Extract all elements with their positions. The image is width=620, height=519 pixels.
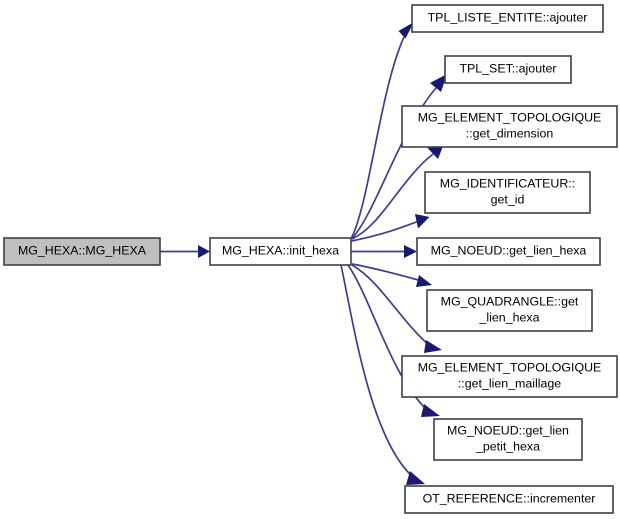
node-label: MG_IDENTIFICATEUR::get_id xyxy=(440,177,575,207)
node-label: MG_NOEUD::get_lien_petit_hexa xyxy=(447,424,569,454)
edge-line xyxy=(351,220,420,242)
edge-line xyxy=(351,263,423,282)
graph-node-mg-noeud-get-lien-petit-hexa[interactable]: MG_NOEUD::get_lien_petit_hexa xyxy=(433,418,583,461)
node-label-line: MG_ELEMENT_TOPOLOGIQUE xyxy=(418,111,602,125)
node-label: MG_HEXA::init_hexa xyxy=(222,244,339,258)
node-label: MG_ELEMENT_TOPOLOGIQUE::get_dimension xyxy=(418,111,602,141)
node-box[interactable] xyxy=(426,289,593,332)
node-box[interactable] xyxy=(404,485,614,514)
graph-edge-mg-hexa-ctor-to-init-hexa xyxy=(160,245,210,258)
nodes-layer: MG_HEXA::MG_HEXA MG_HEXA::init_hexa TPL_LI… xyxy=(3,4,618,514)
arrowhead-icon xyxy=(398,22,414,39)
graph-node-init-hexa[interactable]: MG_HEXA::init_hexa xyxy=(209,237,352,266)
edge-line xyxy=(351,87,437,240)
node-label-line: OT_REFERENCE::incrementer xyxy=(423,492,596,506)
graph-edge-init-hexa-to-mg-quadrangle-get-lien-hexa xyxy=(351,263,432,287)
node-label-line: MG_HEXA::MG_HEXA xyxy=(18,244,147,258)
node-box[interactable] xyxy=(424,171,591,214)
node-box[interactable] xyxy=(3,237,161,266)
arrowhead-icon xyxy=(430,74,447,92)
node-label-line: get_id xyxy=(491,193,525,207)
arrowhead-icon xyxy=(421,404,440,417)
node-label: MG_NOEUD::get_lien_hexa xyxy=(431,244,587,258)
node-label: MG_QUADRANGLE::get_lien_hexa xyxy=(441,295,579,325)
node-box[interactable] xyxy=(401,355,618,398)
graph-node-mg-element-topologique-get-lien-maillage[interactable]: MG_ELEMENT_TOPOLOGIQUE::get_lien_maillag… xyxy=(401,355,618,398)
graph-node-tpl-liste-entite-ajouter[interactable]: TPL_LISTE_ENTITE::ajouter xyxy=(411,4,604,33)
graph-node-ot-reference-incrementer[interactable]: OT_REFERENCE::incrementer xyxy=(404,485,614,514)
arrowhead-icon xyxy=(416,275,432,287)
node-label: TPL_LISTE_ENTITE::ajouter xyxy=(428,11,588,25)
graph-node-mg-element-topologique-get-dimension[interactable]: MG_ELEMENT_TOPOLOGIQUE::get_dimension xyxy=(401,105,618,148)
graph-edge-init-hexa-to-mg-identificateur-get-id xyxy=(351,214,430,242)
graph-node-mg-hexa-ctor[interactable]: MG_HEXA::MG_HEXA xyxy=(3,237,161,266)
graph-edge-init-hexa-to-tpl-set-ajouter xyxy=(351,74,447,240)
node-label: MG_HEXA::MG_HEXA xyxy=(18,244,147,258)
edges-layer xyxy=(160,22,447,485)
arrowhead-icon xyxy=(424,340,442,353)
node-label-line: MG_NOEUD::get_lien_hexa xyxy=(431,244,587,258)
node-box[interactable] xyxy=(416,237,601,266)
edge-line xyxy=(351,264,431,347)
graph-edge-init-hexa-to-ot-reference-incrementer xyxy=(340,264,425,485)
graph-edge-init-hexa-to-mg-element-topologique-get-lien-maillage xyxy=(351,264,442,353)
node-label: MG_ELEMENT_TOPOLOGIQUE::get_lien_maillag… xyxy=(418,361,602,391)
arrowhead-icon xyxy=(404,245,417,258)
edge-line xyxy=(350,36,405,239)
node-label-line: _petit_hexa xyxy=(475,440,540,454)
arrowhead-icon xyxy=(406,471,425,485)
node-label-line: MG_ELEMENT_TOPOLOGIQUE xyxy=(418,361,602,375)
arrowhead-icon xyxy=(415,214,430,229)
node-label-line: TPL_LISTE_ENTITE::ajouter xyxy=(428,11,588,25)
edge-line xyxy=(340,264,415,479)
node-label: OT_REFERENCE::incrementer xyxy=(423,492,596,506)
node-label-line: TPL_SET::ajouter xyxy=(459,62,556,76)
node-label-line: _lien_hexa xyxy=(479,311,540,325)
node-box[interactable] xyxy=(401,105,618,148)
graph-edge-init-hexa-to-tpl-liste-entite-ajouter xyxy=(350,22,414,239)
arrowhead-icon xyxy=(198,245,210,258)
node-label-line: MG_IDENTIFICATEUR:: xyxy=(440,177,575,191)
node-label-line: ::get_lien_maillage xyxy=(458,377,561,391)
node-box[interactable] xyxy=(209,237,352,266)
node-label: TPL_SET::ajouter xyxy=(459,62,556,76)
node-label-line: MG_NOEUD::get_lien xyxy=(447,424,569,438)
node-box[interactable] xyxy=(433,418,583,461)
node-label-line: MG_QUADRANGLE::get xyxy=(441,295,579,309)
node-box[interactable] xyxy=(444,55,572,84)
node-box[interactable] xyxy=(411,4,604,33)
graph-edge-init-hexa-to-mg-noeud-get-lien-hexa xyxy=(351,245,417,258)
node-label-line: MG_HEXA::init_hexa xyxy=(222,244,339,258)
graph-node-mg-noeud-get-lien-hexa[interactable]: MG_NOEUD::get_lien_hexa xyxy=(416,237,601,266)
graph-node-mg-identificateur-get-id[interactable]: MG_IDENTIFICATEUR::get_id xyxy=(424,171,591,214)
edge-line xyxy=(351,153,434,240)
graph-node-tpl-set-ajouter[interactable]: TPL_SET::ajouter xyxy=(444,55,572,84)
graph-node-mg-quadrangle-get-lien-hexa[interactable]: MG_QUADRANGLE::get_lien_hexa xyxy=(426,289,593,332)
node-label-line: ::get_dimension xyxy=(466,127,554,141)
